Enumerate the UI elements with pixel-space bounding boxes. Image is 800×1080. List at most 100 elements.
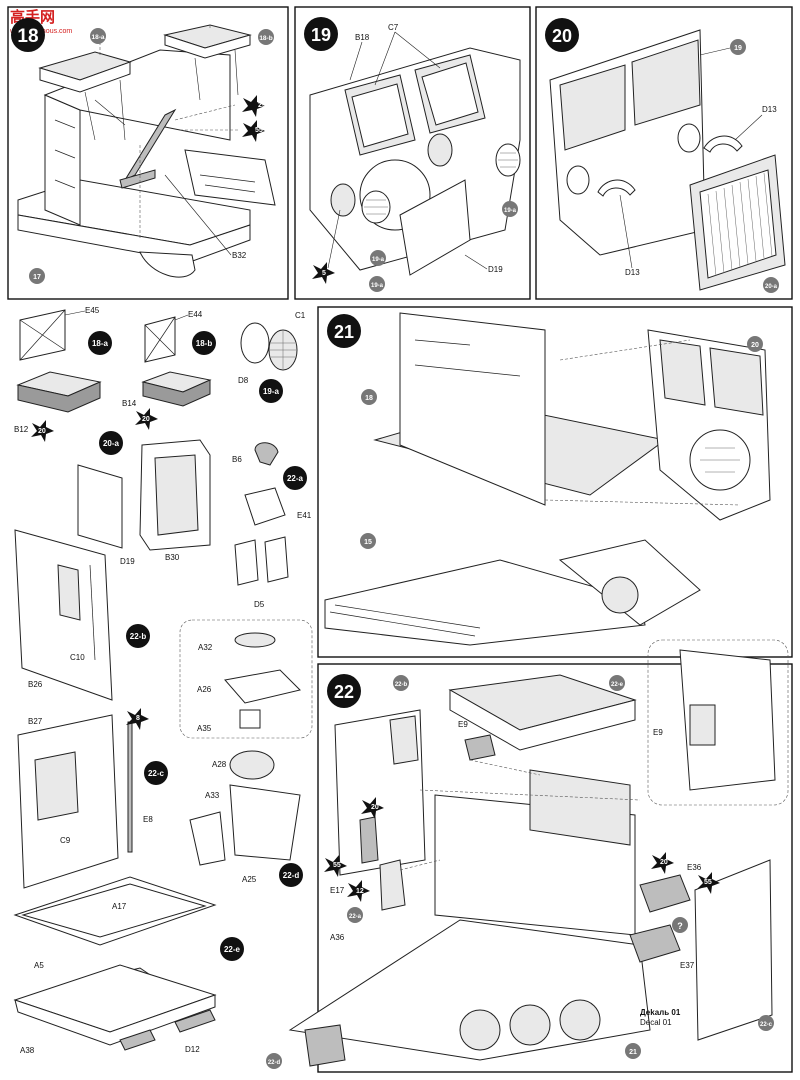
star-5 xyxy=(312,262,335,284)
svg-text:22-e: 22-e xyxy=(224,945,241,954)
step-22d: A32 A26 A35 A28 A33 A25 22-d xyxy=(179,619,313,887)
svg-text:55: 55 xyxy=(255,127,263,134)
step-21: 21 18 20 15 xyxy=(324,312,771,646)
svg-text:20-a: 20-a xyxy=(103,439,120,448)
svg-text:C9: C9 xyxy=(60,836,71,845)
svg-text:B14: B14 xyxy=(122,399,137,408)
svg-text:A28: A28 xyxy=(212,760,227,769)
step-20: 20 19 19 D13 D13 20-a xyxy=(545,18,786,293)
svg-text:20: 20 xyxy=(142,416,150,423)
lamp-e9 xyxy=(464,734,496,761)
svg-text:19-a: 19-a xyxy=(372,257,385,263)
step-19-frame xyxy=(294,6,531,300)
part-d5-a xyxy=(234,539,259,586)
rear-wall-18 xyxy=(399,312,546,506)
svg-text:15: 15 xyxy=(364,539,372,546)
svg-text:E41: E41 xyxy=(297,511,312,520)
step-21-number: 21 xyxy=(334,322,354,342)
svg-text:19-a: 19-a xyxy=(263,387,280,396)
svg-text:B27: B27 xyxy=(28,717,43,726)
svg-text:19-a: 19-a xyxy=(504,208,517,214)
rear-wall-top xyxy=(43,49,231,141)
detail-inset-e9 xyxy=(647,639,789,806)
svg-text:E36: E36 xyxy=(687,863,702,872)
step-18-frame xyxy=(7,6,289,300)
svg-text:E9: E9 xyxy=(458,720,468,729)
label-b32: B32 xyxy=(232,251,247,260)
dash-e36 xyxy=(639,874,691,913)
part-b6 xyxy=(254,442,279,466)
svg-text:22-c: 22-c xyxy=(148,769,165,778)
svg-text:C10: C10 xyxy=(70,653,85,662)
svg-text:D19: D19 xyxy=(120,557,135,566)
star-55 xyxy=(242,120,265,142)
svg-text:18-b: 18-b xyxy=(259,35,272,42)
part-22d xyxy=(304,1024,346,1067)
rear-wall-left xyxy=(44,94,81,226)
windshield xyxy=(529,769,631,846)
label-d13-a: D13 xyxy=(762,105,777,114)
svg-text:8: 8 xyxy=(136,715,140,722)
svg-text:20: 20 xyxy=(660,859,668,866)
svg-text:19: 19 xyxy=(734,45,742,52)
svg-text:5: 5 xyxy=(322,270,326,277)
svg-text:22-d: 22-d xyxy=(283,871,300,880)
part-a33 xyxy=(189,811,226,866)
svg-text:12: 12 xyxy=(356,888,364,895)
step-20-badge xyxy=(545,18,579,52)
step-22: 22 E9 ? 22-b 22-e xyxy=(266,639,789,1069)
svg-text:B6: B6 xyxy=(232,455,242,464)
lever-b32 xyxy=(123,108,177,182)
svg-text:17: 17 xyxy=(33,274,41,281)
step-22e: A17 22-e A5 A38 D12 xyxy=(13,876,244,1055)
svg-text:E45: E45 xyxy=(85,306,100,315)
svg-text:A36: A36 xyxy=(330,933,345,942)
track-left xyxy=(324,559,646,646)
step-18: 18 18-a 18-b 17 25 55 B32 xyxy=(11,18,276,284)
svg-text:A26: A26 xyxy=(197,685,212,694)
svg-text:19-a: 19-a xyxy=(371,283,384,289)
part-22a xyxy=(379,859,406,911)
step-22-badge xyxy=(327,674,361,708)
lamp-right xyxy=(427,133,453,167)
part-d12-b xyxy=(174,1009,216,1033)
mesh-d19 xyxy=(399,179,471,276)
step-22c: B27 8 22-c C9 E8 xyxy=(17,708,168,889)
step-19a: C1 D8 19-a xyxy=(238,311,306,403)
step-18-callout-a xyxy=(90,28,106,44)
star-25 xyxy=(242,95,265,117)
svg-text:E37: E37 xyxy=(680,961,695,970)
svg-text:18-a: 18-a xyxy=(91,34,104,41)
step-19-number: 19 xyxy=(311,25,331,45)
svg-text:22-c: 22-c xyxy=(760,1022,773,1028)
svg-text:20: 20 xyxy=(38,428,46,435)
step-21-badge xyxy=(327,314,361,348)
svg-text:B12: B12 xyxy=(14,425,29,434)
svg-text:?: ? xyxy=(677,921,683,931)
svg-text:22-d: 22-d xyxy=(268,1060,281,1066)
svg-text:20: 20 xyxy=(751,342,759,349)
svg-text:Decal 01: Decal 01 xyxy=(640,1018,672,1027)
svg-text:22-a: 22-a xyxy=(349,914,362,920)
svg-text:D12: D12 xyxy=(185,1045,200,1054)
hood-d13-right xyxy=(703,135,743,153)
svg-text:D8: D8 xyxy=(238,376,249,385)
svg-text:25: 25 xyxy=(258,102,266,109)
svg-text:E8: E8 xyxy=(143,815,153,824)
svg-text:A38: A38 xyxy=(20,1046,35,1055)
svg-text:A35: A35 xyxy=(197,724,212,733)
step-18-badge xyxy=(11,18,45,52)
svg-text:18-b: 18-b xyxy=(196,339,213,348)
svg-text:A5: A5 xyxy=(34,961,44,970)
door-22c xyxy=(694,859,773,1041)
svg-text:E17: E17 xyxy=(330,886,345,895)
svg-text:18: 18 xyxy=(365,395,373,402)
step-19-badge xyxy=(304,17,338,51)
part-a32 xyxy=(234,632,276,648)
label-d13-b: D13 xyxy=(625,268,640,277)
svg-text:22-e: 22-e xyxy=(611,682,624,688)
cab-floor-edge xyxy=(17,214,251,263)
svg-text:55: 55 xyxy=(704,879,712,886)
label-d19: D19 xyxy=(488,265,503,274)
svg-text:22-a: 22-a xyxy=(287,474,304,483)
